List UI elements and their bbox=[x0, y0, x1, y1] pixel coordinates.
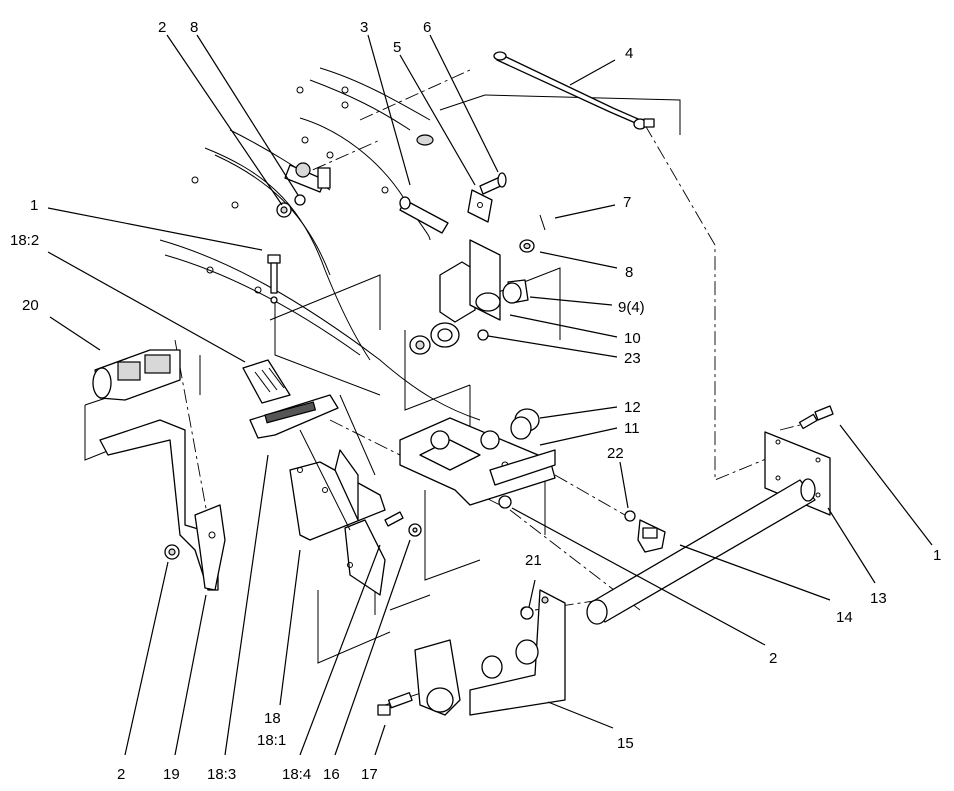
callout-19: 19 bbox=[163, 766, 180, 783]
pedal-arm-assembly bbox=[249, 394, 404, 596]
callout-18-2: 18:2 bbox=[10, 232, 39, 249]
callout-20: 20 bbox=[22, 297, 39, 314]
upper-bracket bbox=[409, 239, 501, 355]
callout-10: 10 bbox=[624, 330, 641, 347]
callout-8-top: 8 bbox=[190, 19, 198, 36]
callout-5: 5 bbox=[393, 39, 401, 56]
callout-16: 16 bbox=[323, 766, 340, 783]
callout-7: 7 bbox=[623, 194, 631, 211]
pedal-pad bbox=[242, 359, 291, 404]
callout-22: 22 bbox=[607, 445, 624, 462]
pedal-bracket bbox=[99, 419, 226, 591]
callout-1-right: 1 bbox=[933, 547, 941, 564]
callout-12: 12 bbox=[624, 399, 641, 416]
top-nut-washer bbox=[276, 194, 306, 218]
callout-18-3: 18:3 bbox=[207, 766, 236, 783]
callout-4: 4 bbox=[625, 45, 633, 62]
lower-bracket bbox=[414, 589, 566, 716]
lower-nut bbox=[520, 606, 534, 620]
callout-23: 23 bbox=[624, 350, 641, 367]
callout-9: 9(4) bbox=[618, 299, 645, 316]
upper-pins bbox=[284, 162, 507, 234]
callout-13: 13 bbox=[870, 590, 887, 607]
callout-2-top: 2 bbox=[158, 19, 166, 36]
right-small-hardware bbox=[502, 214, 546, 304]
pedal-nut bbox=[408, 523, 422, 537]
axle-assembly bbox=[586, 405, 834, 625]
callout-18: 18 bbox=[264, 710, 281, 727]
callout-21: 21 bbox=[525, 552, 542, 569]
callout-8-right: 8 bbox=[625, 264, 633, 281]
callout-6: 6 bbox=[423, 19, 431, 36]
callout-18-4: 18:4 bbox=[282, 766, 311, 783]
callout-3: 3 bbox=[360, 19, 368, 36]
callout-labels: 2 8 3 5 6 4 7 8 9(4) 10 23 1 18:2 20 12 … bbox=[10, 19, 941, 783]
upper-frame-rails bbox=[159, 67, 481, 421]
left-bolt bbox=[267, 254, 281, 304]
callout-18-1: 18:1 bbox=[257, 732, 286, 749]
callout-2-bottom: 2 bbox=[117, 766, 125, 783]
callout-14: 14 bbox=[836, 609, 853, 626]
middle-bracket bbox=[399, 408, 556, 509]
callout-2-mid: 2 bbox=[769, 650, 777, 667]
fitting-and-nut bbox=[624, 510, 666, 553]
pedal-cover bbox=[92, 349, 181, 401]
callout-15: 15 bbox=[617, 735, 634, 752]
leader-lines bbox=[47, 34, 933, 756]
callout-1-left: 1 bbox=[30, 197, 38, 214]
part-rod bbox=[493, 51, 655, 130]
lower-bolt bbox=[377, 692, 413, 716]
callout-17: 17 bbox=[361, 766, 378, 783]
callout-11: 11 bbox=[624, 420, 640, 437]
